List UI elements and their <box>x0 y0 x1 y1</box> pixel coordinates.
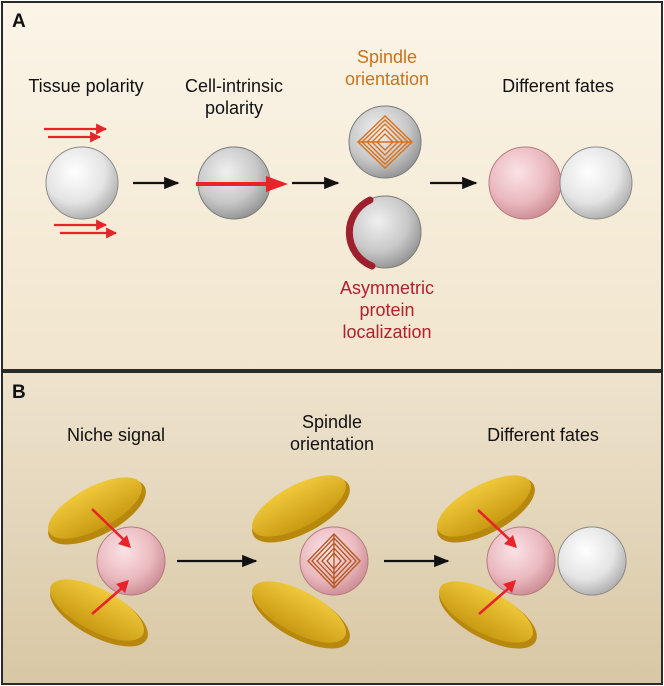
tissue-polarity-arrows-top <box>44 123 108 143</box>
asymmetric-label-line1: Asymmetric <box>340 278 434 298</box>
different-fates-arrows <box>477 509 517 615</box>
spindle-icon <box>356 115 414 169</box>
niche-signal-arrows <box>91 508 131 615</box>
spindle-label-line1: Spindle <box>357 47 417 67</box>
intrinsic-polarity-arrow <box>196 176 288 192</box>
niche-cell-bottom-c <box>439 581 537 649</box>
panel-a: A Tissue polarity Cell-intrinsic polarit… <box>1 1 663 371</box>
different-fates-label-a: Different fates <box>502 76 614 96</box>
cell-niche-signal <box>96 526 166 596</box>
panel-b-letter: B <box>12 382 26 403</box>
cell-tissue-polarity <box>45 146 119 220</box>
daughter-cell-white-b <box>557 526 627 596</box>
cell-intrinsic-label-line2: polarity <box>205 98 263 118</box>
spindle-label-line2: orientation <box>345 69 429 89</box>
spindle-label-b-line1: Spindle <box>302 412 362 432</box>
asymmetric-label-line3: localization <box>342 322 431 342</box>
panel-b: B Niche signal Spindle orientation <box>1 371 663 685</box>
tissue-polarity-label: Tissue polarity <box>28 76 143 96</box>
spindle-label-b-line2: orientation <box>290 434 374 454</box>
panel-a-letter: A <box>12 11 26 32</box>
asymmetric-crescent <box>345 196 376 270</box>
cell-intrinsic-label-line1: Cell-intrinsic <box>185 76 283 96</box>
niche-cell-top <box>48 477 146 545</box>
niche-cell-bottom-b <box>252 581 350 649</box>
tissue-polarity-arrows-bottom <box>54 219 118 239</box>
niche-signal-label: Niche signal <box>67 425 165 445</box>
daughter-cell-pink-a <box>488 146 562 220</box>
daughter-cell-white-a <box>559 146 633 220</box>
asymmetric-label-line2: protein <box>359 300 414 320</box>
niche-cell-top-c <box>437 475 535 543</box>
daughter-cell-pink-b <box>486 526 556 596</box>
spindle-icon-b <box>307 532 361 590</box>
niche-cell-top-b <box>252 475 350 543</box>
different-fates-label-b: Different fates <box>487 425 599 445</box>
